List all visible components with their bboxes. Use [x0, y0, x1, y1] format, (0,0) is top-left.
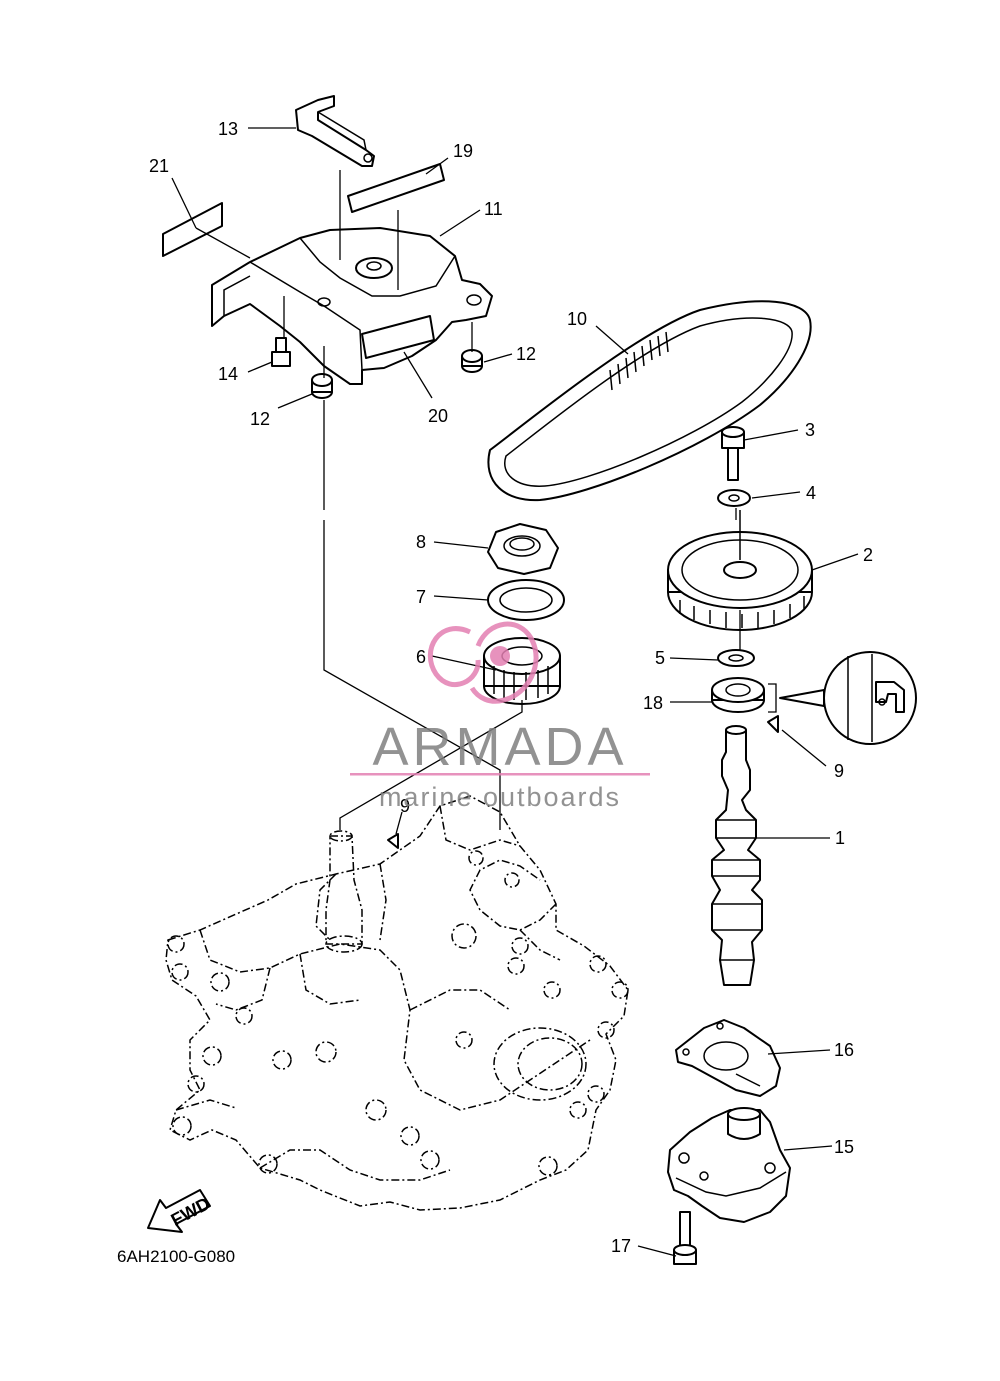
part-7-washer [487, 579, 565, 621]
part-11-cover [211, 227, 493, 385]
part-12-grommet-right [461, 349, 483, 373]
callout-2: 2 [863, 545, 873, 565]
part-16-gasket [675, 1019, 781, 1097]
callout-16: 16 [834, 1040, 854, 1060]
part-15-oil-pump [667, 1107, 791, 1223]
part-12-grommet-left [311, 373, 333, 399]
part-18-oil-seal [711, 677, 765, 713]
callout-19: 19 [453, 141, 473, 161]
callout-5: 5 [655, 648, 665, 668]
watermark-brand: ARMADA [372, 717, 627, 777]
belt-teeth [609, 331, 669, 391]
part-10-timing-belt [487, 300, 812, 502]
watermark-tagline: marine outboards [379, 782, 621, 812]
part-13-bracket [295, 95, 375, 167]
callout-20: 20 [428, 406, 448, 426]
part-19-label [347, 163, 445, 213]
part-14-screw [271, 337, 291, 367]
part-9-key-left [387, 833, 399, 849]
callout-9-right: 9 [834, 761, 844, 781]
callout-12-right: 12 [516, 344, 536, 364]
crankcase-block: FWD [147, 795, 629, 1233]
part-2-cam-pulley [667, 510, 813, 631]
callout-14: 14 [218, 364, 238, 384]
part-4-washer [717, 489, 751, 507]
callout-8: 8 [416, 532, 426, 552]
part-21-label [162, 202, 223, 257]
diagram-code: 6AH2100-G080 [117, 1247, 236, 1266]
callout-13: 13 [218, 119, 238, 139]
part-5-washer [717, 649, 755, 667]
callout-11: 11 [484, 199, 503, 219]
part-20-label [361, 315, 435, 359]
callout-leaders [171, 127, 859, 1257]
callout-21: 21 [149, 156, 169, 176]
assembly-lines [195, 170, 741, 830]
callout-12-left: 12 [250, 409, 270, 429]
armada-watermark: ARMADA marine outboards [350, 621, 650, 812]
callout-4: 4 [806, 483, 816, 503]
crankshaft-end [325, 830, 363, 953]
part-8-nut [487, 523, 559, 575]
callout-9-left: 9 [400, 796, 410, 816]
callout-1: 1 [835, 828, 845, 848]
callout-6: 6 [416, 647, 426, 667]
crankcase-bosses [167, 850, 629, 1176]
callout-18: 18 [643, 693, 663, 713]
fwd-arrow-icon: FWD [147, 1189, 213, 1233]
callout-3: 3 [805, 420, 815, 440]
oil-seal-detail-inset [768, 651, 917, 745]
callout-17: 17 [611, 1236, 631, 1256]
part-9-key-right [767, 715, 779, 733]
callout-7: 7 [416, 587, 426, 607]
armada-logo-icon [428, 621, 539, 704]
part-1-camshaft [711, 725, 763, 986]
part-17-bolt [673, 1211, 697, 1265]
callout-numbers: 1 2 3 4 5 6 7 8 9 9 10 11 12 12 13 14 15… [149, 119, 873, 1256]
part-3-bolt [721, 426, 745, 481]
callout-10: 10 [567, 309, 587, 329]
callout-15: 15 [834, 1137, 854, 1157]
watermark-rule [350, 773, 650, 776]
